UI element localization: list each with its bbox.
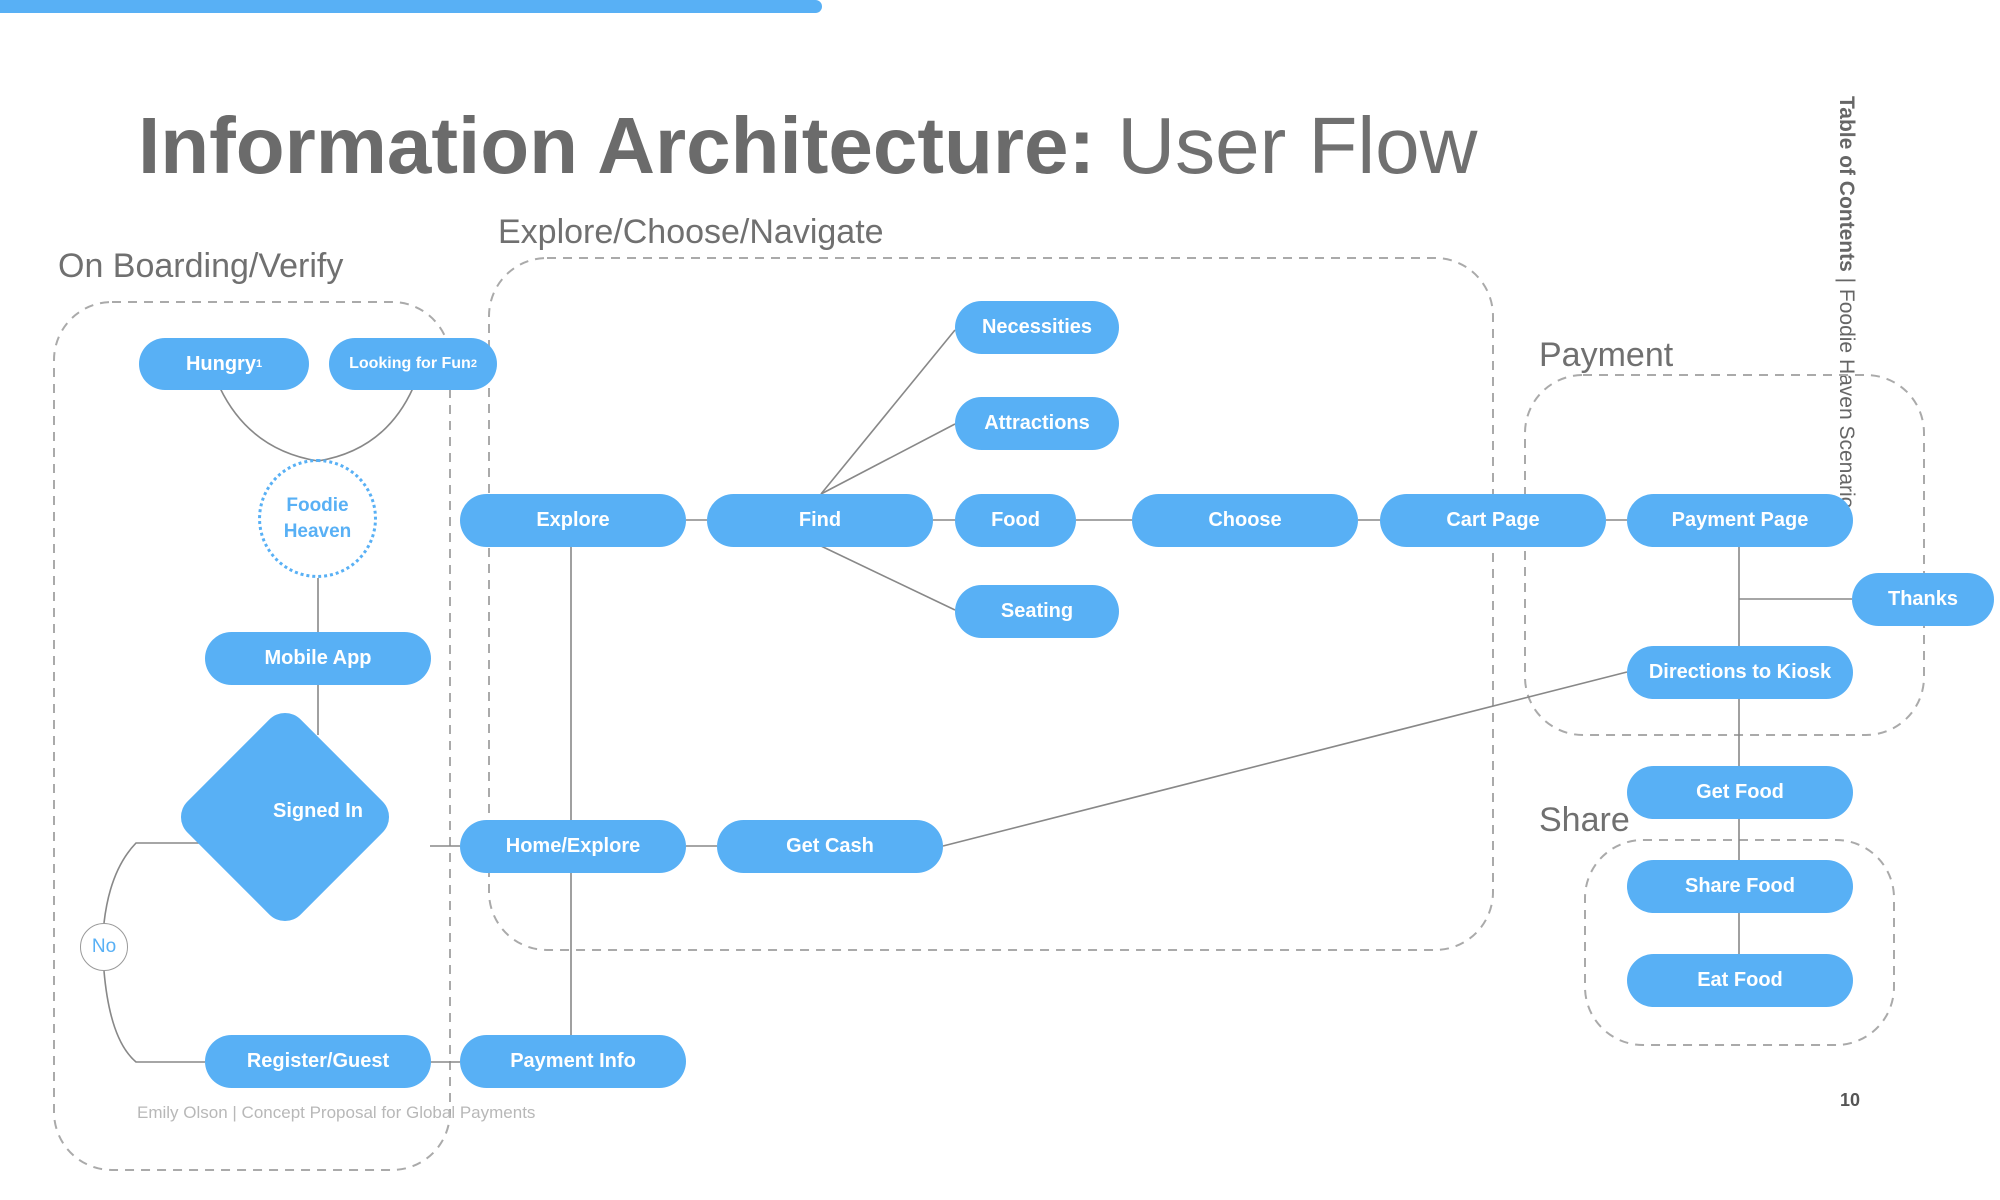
explore-section-box	[488, 257, 1494, 951]
choose-node[interactable]: Choose	[1132, 494, 1358, 547]
home-explore-node[interactable]: Home/Explore	[460, 820, 686, 873]
get-cash-node[interactable]: Get Cash	[717, 820, 943, 873]
no-to-register	[103, 970, 205, 1063]
seating-node[interactable]: Seating	[955, 585, 1119, 638]
directions-to-kiosk-node[interactable]: Directions to Kiosk	[1627, 646, 1853, 699]
page-title: Information Architecture: User Flow	[138, 101, 1478, 190]
share-food-node[interactable]: Share Food	[1627, 860, 1853, 913]
section-label-payment: Payment	[1539, 336, 1674, 374]
payment-page-node[interactable]: Payment Page	[1627, 494, 1853, 547]
onboarding-section-box	[53, 301, 451, 1171]
section-label-share: Share	[1539, 801, 1630, 839]
foodie-heaven-node[interactable]: Foodie Heaven	[258, 459, 377, 578]
necessities-node[interactable]: Necessities	[955, 301, 1119, 354]
page-number: 10	[1840, 1090, 1861, 1110]
signed-in-label: Signed In	[273, 800, 363, 822]
payment-info-node[interactable]: Payment Info	[460, 1035, 686, 1088]
signed-in-to-no	[103, 842, 205, 924]
section-label-explore: Explore/Choose/Navigate	[498, 213, 884, 251]
eat-food-node[interactable]: Eat Food	[1627, 954, 1853, 1007]
cart-page-node[interactable]: Cart Page	[1380, 494, 1606, 547]
find-node[interactable]: Find	[707, 494, 933, 547]
food-node[interactable]: Food	[955, 494, 1076, 547]
explore-node[interactable]: Explore	[460, 494, 686, 547]
mobile-app-node[interactable]: Mobile App	[205, 632, 431, 685]
get-food-node[interactable]: Get Food	[1627, 766, 1853, 819]
fun-to-foodie	[317, 387, 414, 462]
section-label-onboarding: On Boarding/Verify	[58, 247, 344, 285]
payment-section-box	[1524, 374, 1925, 736]
footer-credit: Emily Olson | Concept Proposal for Globa…	[137, 1103, 536, 1122]
top-accent-bar	[0, 0, 822, 13]
thanks-node[interactable]: Thanks	[1852, 573, 1994, 626]
register-guest-node[interactable]: Register/Guest	[205, 1035, 431, 1088]
hungry-to-foodie	[219, 387, 319, 462]
attractions-node[interactable]: Attractions	[955, 397, 1119, 450]
no-decision-node[interactable]: No	[80, 923, 128, 971]
